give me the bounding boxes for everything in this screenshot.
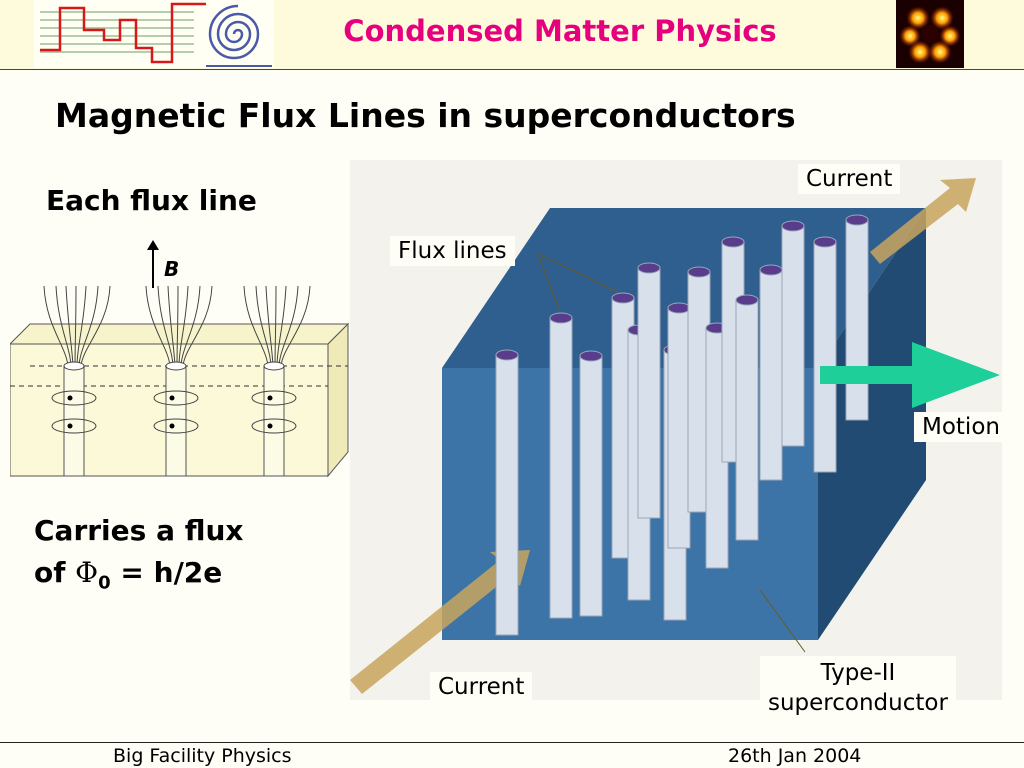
flux-line-diagram: B xyxy=(8,236,350,482)
motion-arrow-icon xyxy=(820,342,1000,408)
flux-lines-label: Flux lines xyxy=(390,236,515,266)
carries-line-2: of Φ0 = h/2e xyxy=(34,556,223,594)
phi-subscript: 0 xyxy=(98,572,111,594)
current-arrow-top-icon xyxy=(870,178,976,264)
header-title: Condensed Matter Physics xyxy=(343,14,777,48)
carries-line-1: Carries a flux xyxy=(34,514,244,547)
motion-label: Motion xyxy=(914,412,1008,442)
type-ii-superconductor-label: Type-II superconductor xyxy=(760,656,956,720)
flux-line-cylinders xyxy=(495,214,869,636)
phi-symbol: Φ xyxy=(75,556,99,589)
slide-title: Magnetic Flux Lines in superconductors xyxy=(55,96,796,135)
header-banner: Condensed Matter Physics xyxy=(0,0,1024,70)
slab-side-face xyxy=(818,208,926,640)
footer-divider xyxy=(0,742,1024,743)
each-flux-line-heading: Each flux line xyxy=(46,184,257,217)
flux-quantum-text: Carries a flux of Φ0 = h/2e xyxy=(34,510,243,605)
footer-left-text: Big Facility Physics xyxy=(113,745,292,767)
current-label-top: Current xyxy=(798,164,901,194)
current-label-bottom: Current xyxy=(430,672,533,702)
footer-date: 26th Jan 2004 xyxy=(728,745,862,767)
square-wave-spiral-logo-icon xyxy=(34,0,274,68)
b-field-arrow-icon xyxy=(147,240,159,288)
current-arrow-bottom-icon xyxy=(350,550,530,694)
vortex-lattice-image-icon xyxy=(896,0,964,68)
b-field-label: B xyxy=(164,257,179,281)
